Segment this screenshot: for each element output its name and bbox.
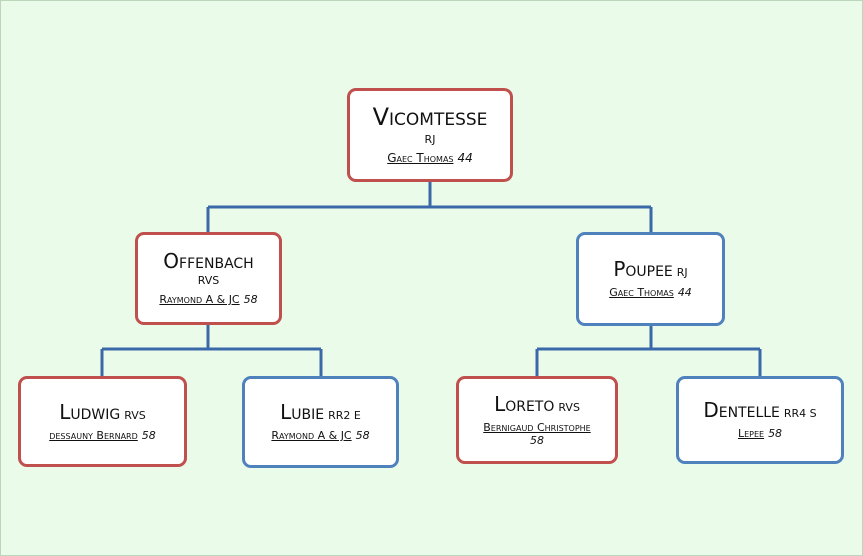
owner-name: Raymond A & JC: [159, 293, 240, 306]
owner-dept: 58: [768, 427, 783, 441]
node-name-text: Offenbach: [163, 249, 254, 274]
owner-name: Bernigaud Christophe: [483, 420, 591, 434]
owner-name: Lepee: [737, 427, 765, 441]
node-grade: RVS: [197, 274, 220, 288]
owner-dept: 44: [457, 151, 473, 166]
owner-dept: 58: [530, 433, 544, 447]
node-name-text: Poupee: [613, 257, 673, 282]
node-grade: RVS: [558, 400, 580, 414]
node-name-text: Loreto: [494, 391, 555, 416]
node-grade: RJ: [424, 132, 436, 146]
node-grade: RR4 S: [783, 407, 817, 421]
owner-name: Gaec Thomas: [609, 286, 674, 300]
owner-dept: 58: [355, 429, 370, 443]
owner-dept: 58: [243, 293, 258, 306]
node-name: Vicomtesse: [372, 102, 488, 132]
node-name-text: Lubie: [280, 400, 325, 425]
node-name-text: Vicomtesse: [372, 102, 488, 131]
node-grade: RJ: [676, 266, 688, 280]
node-grade: RVS: [124, 408, 146, 422]
node-name-text: Ludwig: [59, 399, 121, 424]
owner-dept: 58: [141, 428, 156, 442]
node-name: Offenbach: [163, 250, 253, 273]
owner-name: Gaec Thomas: [387, 151, 454, 166]
owner-name: Raymond A & JC: [271, 429, 352, 443]
owner-name: dessauny Bernard: [49, 428, 138, 442]
node-name-text: Dentelle: [703, 398, 780, 423]
owner-dept: 44: [677, 286, 692, 300]
node-grade: RR2 E: [328, 409, 361, 423]
